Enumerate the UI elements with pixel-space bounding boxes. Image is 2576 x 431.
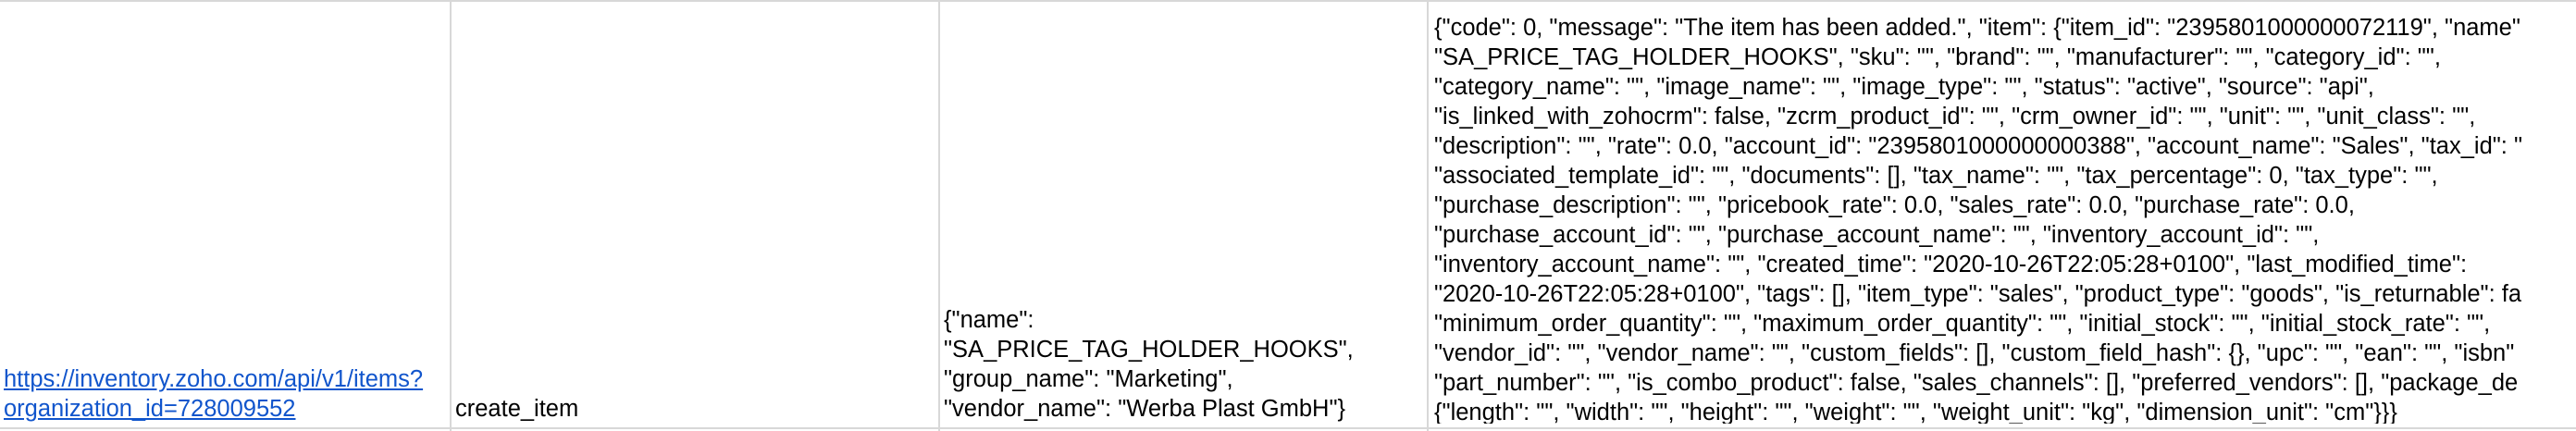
response-line-8: "purchase_account_id": "", "purchase_acc… [1434,222,2320,248]
response-line-14: {"length": "", "width": "", "height": ""… [1434,400,2397,424]
row-border-top [0,0,2576,2]
response-line-2: "SA_PRICE_TAG_HOLDER_HOOKS", "sku": "", … [1434,44,2441,70]
response-line-1: {"code": 0, "message": "The item has bee… [1434,15,2520,41]
response-line-7: "purchase_description": "", "pricebook_r… [1434,192,2355,218]
cell-url[interactable]: https://inventory.zoho.com/api/v1/items?… [4,4,448,424]
url-link-line-2[interactable]: organization_id=728009552 [4,396,296,422]
action-text: create_item [455,396,579,422]
url-link-line-1[interactable]: https://inventory.zoho.com/api/v1/items? [4,366,424,392]
column-divider-b-c [938,0,940,431]
cell-action[interactable]: create_item [455,4,936,424]
response-line-12: "vendor_id": "", "vendor_name": "", "cus… [1434,340,2515,366]
response-line-10: "2020-10-26T22:05:28+0100", "tags": [], … [1434,281,2522,307]
response-line-3: "category_name": "", "image_name": "", "… [1434,74,2374,100]
response-line-5: "description": "", "rate": 0.0, "account… [1434,133,2523,159]
row-border-bottom [0,427,2576,429]
payload-line-1: {"name": [944,307,1034,333]
payload-line-3: "group_name": "Marketing", [944,366,1233,392]
response-line-11: "minimum_order_quantity": "", "maximum_o… [1434,311,2491,337]
response-line-6: "associated_template_id": "", "documents… [1434,163,2438,189]
cell-payload[interactable]: {"name": "SA_PRICE_TAG_HOLDER_HOOKS", "g… [944,4,1425,424]
column-divider-a-b [450,0,452,431]
payload-line-2: "SA_PRICE_TAG_HOLDER_HOOKS", [944,337,1354,363]
cell-response[interactable]: {"code": 0, "message": "The item has bee… [1434,4,2576,424]
payload-line-4: "vendor_name": "Werba Plast GmbH"} [944,396,1346,422]
response-line-4: "is_linked_with_zohocrm": false, "zcrm_p… [1434,104,2476,129]
response-line-13: "part_number": "", "is_combo_product": f… [1434,370,2519,396]
column-divider-c-d [1427,0,1429,431]
response-line-9: "inventory_account_name": "", "created_t… [1434,252,2468,277]
